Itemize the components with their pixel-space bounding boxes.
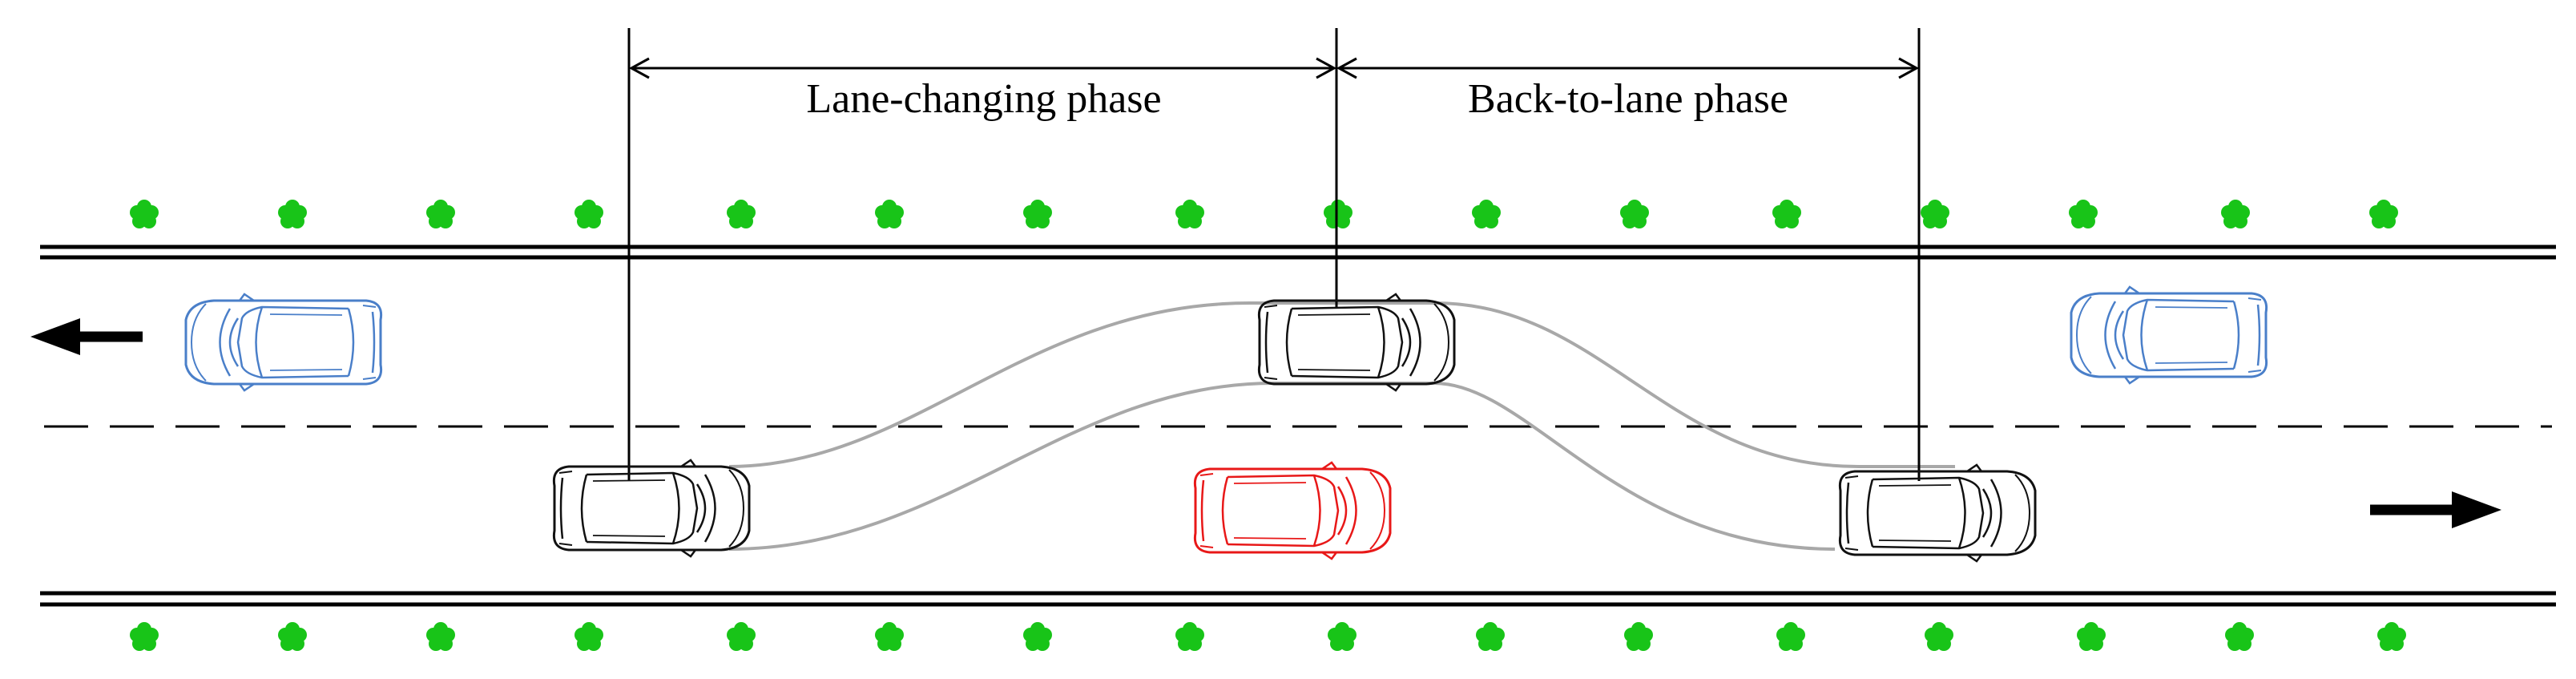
tree-icon (130, 622, 159, 651)
tree-icon (2221, 200, 2250, 228)
tree-icon (1328, 622, 1357, 651)
trajectory-upper (728, 301, 1955, 468)
tree-icon (727, 622, 756, 651)
tree-icon (727, 200, 756, 228)
tree-icon (1620, 200, 1649, 228)
tree-icon (1921, 200, 1949, 228)
tree-icon (1324, 200, 1353, 228)
tree-icon (426, 622, 455, 651)
tree-row-bottom (130, 622, 2406, 651)
tree-icon (2369, 200, 2398, 228)
arrow-right-icon (2370, 491, 2501, 528)
tree-icon (574, 200, 603, 228)
back-to-lane-phase-label: Back-to-lane phase (1468, 76, 1788, 122)
tree-icon (1776, 622, 1805, 651)
phase-markers (627, 28, 1921, 481)
car-icon (1193, 461, 1392, 560)
tree-icon (875, 622, 904, 651)
tree-icon (574, 622, 603, 651)
trajectories (728, 301, 1955, 551)
car-icon (552, 459, 751, 558)
tree-icon (1023, 622, 1052, 651)
tree-icon (2377, 622, 2406, 651)
car-icon (184, 293, 383, 392)
tree-icon (1772, 200, 1801, 228)
tree-icon (1472, 200, 1501, 228)
car-icon (1838, 463, 2037, 563)
arrow-left-icon (30, 318, 143, 355)
tree-icon (1175, 200, 1204, 228)
tree-icon (1476, 622, 1505, 651)
tree-icon (1023, 200, 1052, 228)
arrowhead-icon (1316, 57, 1337, 79)
arrowhead-icon (628, 57, 650, 79)
tree-icon (426, 200, 455, 228)
tree-icon (278, 622, 307, 651)
tree-icon (278, 200, 307, 228)
car-icon (1257, 293, 1456, 392)
road (40, 245, 2556, 607)
tree-icon (1925, 622, 1953, 651)
trajectory-lower (728, 382, 1836, 551)
tree-icon (2069, 200, 2098, 228)
tree-icon (2077, 622, 2106, 651)
arrowhead-icon (1898, 57, 1920, 79)
tree-icon (1624, 622, 1653, 651)
arrowhead-icon (1336, 57, 1357, 79)
car-icon (2070, 285, 2268, 385)
tree-icon (1175, 622, 1204, 651)
tree-icon (875, 200, 904, 228)
tree-row-top (130, 200, 2398, 228)
tree-icon (130, 200, 159, 228)
lane-changing-phase-label: Lane-changing phase (806, 76, 1161, 122)
tree-icon (2225, 622, 2254, 651)
